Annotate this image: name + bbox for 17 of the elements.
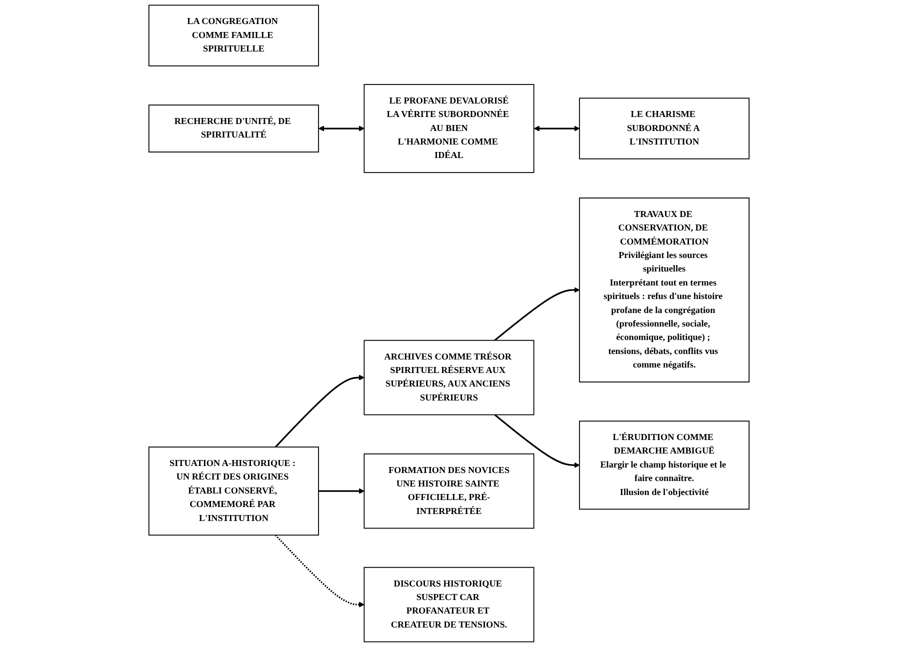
arrow [318, 488, 364, 494]
node-box [364, 84, 534, 174]
node-box [148, 446, 320, 536]
arrow [534, 126, 580, 132]
node-box [364, 453, 534, 529]
node-box [578, 420, 750, 510]
node-box [364, 340, 534, 416]
node-box [148, 4, 320, 66]
node-box [364, 566, 534, 642]
arrow [274, 374, 364, 448]
arrow [494, 414, 580, 468]
node-box [578, 98, 750, 160]
arrow [494, 287, 580, 342]
arrow [318, 126, 364, 132]
node-box [148, 104, 320, 152]
node-box [578, 198, 750, 382]
arrow [274, 534, 364, 608]
